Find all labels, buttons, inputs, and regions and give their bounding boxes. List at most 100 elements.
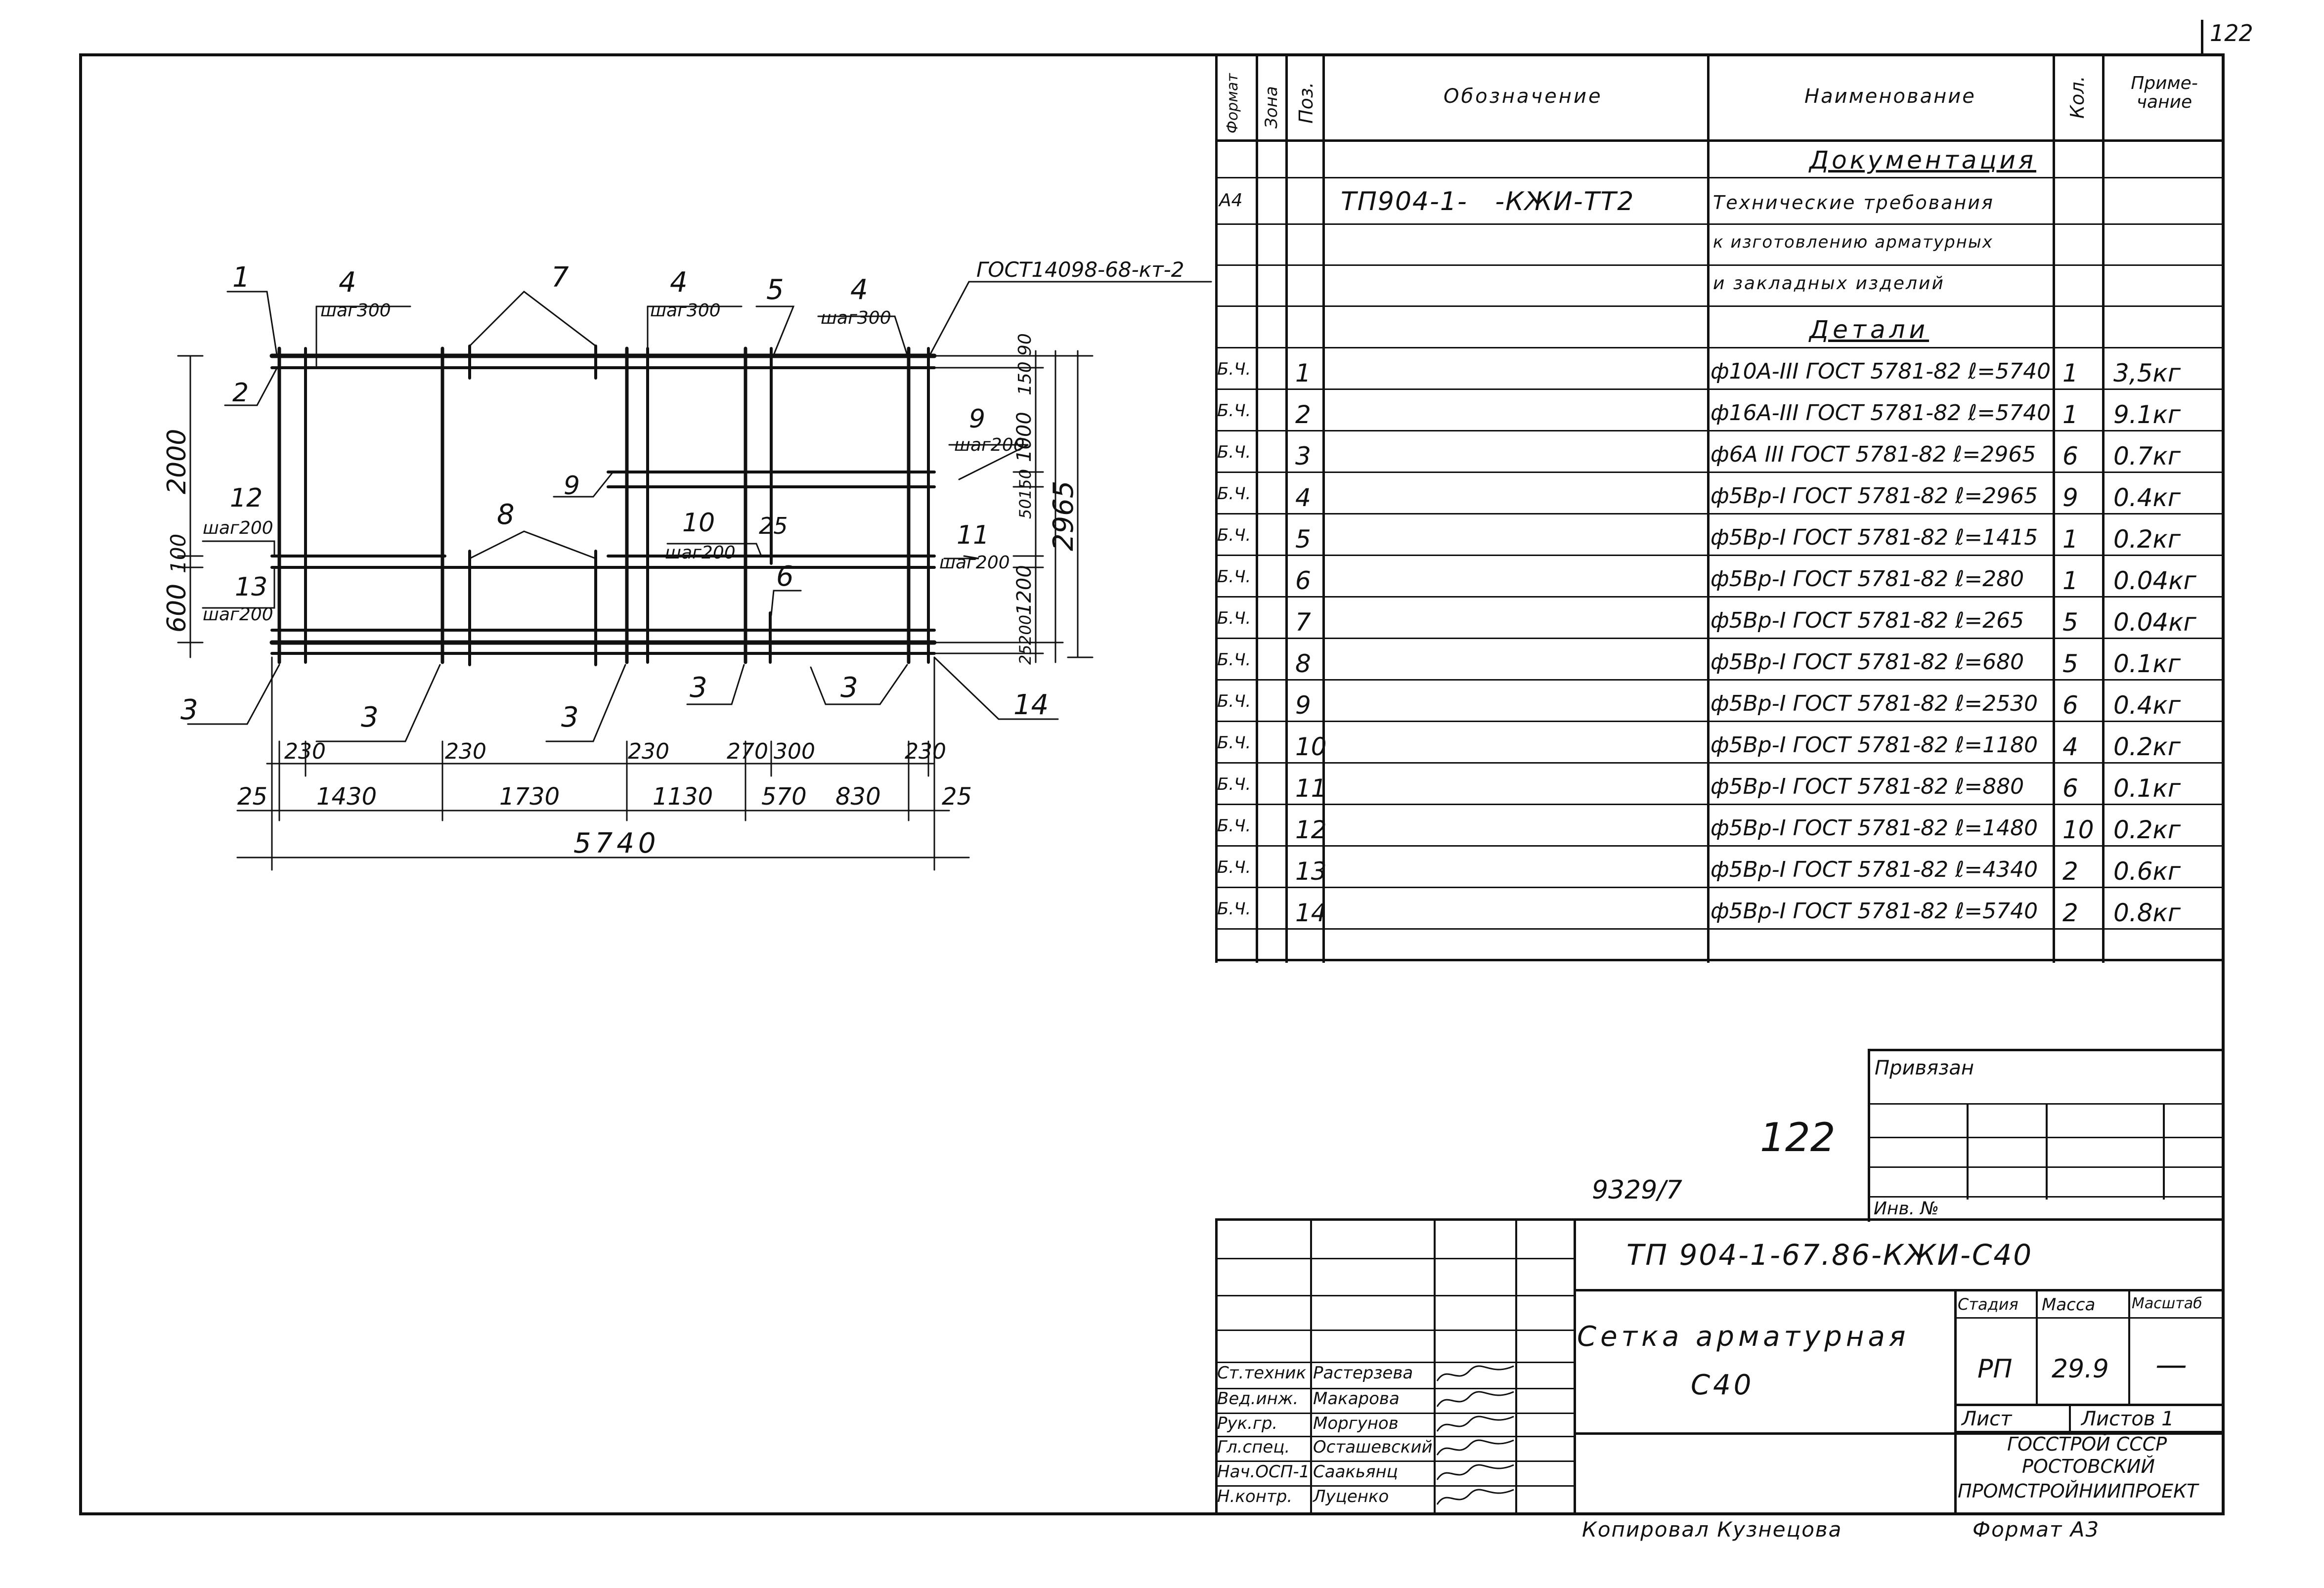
spec-row-note: 3,5кг xyxy=(2113,359,2181,387)
spec-doc-format: А4 xyxy=(1219,190,1243,211)
signature-role: Ст.техник xyxy=(1217,1363,1307,1383)
spec-row-pos: 10 xyxy=(1295,732,1327,761)
org-line-3: ПРОМСТРОЙНИИПРОЕКТ xyxy=(1958,1480,2198,1502)
handwritten-signature xyxy=(1436,1464,1514,1480)
spec-row-line xyxy=(1215,264,2225,266)
spec-row-name: ф10А-III ГОСТ 5781-82 ℓ=5740 xyxy=(1710,359,2051,384)
label-pos-3b: 3 xyxy=(361,701,379,733)
spec-row-qty: 1 xyxy=(2062,566,2078,595)
dim-left-600: 600 xyxy=(162,584,192,633)
spec-row-pos: 3 xyxy=(1295,442,1311,471)
dim-left-2000: 2000 xyxy=(162,429,192,494)
spec-row-name: ф5Вр-I ГОСТ 5781-82 ℓ=880 xyxy=(1710,774,2024,799)
spec-row-qty: 1 xyxy=(2062,525,2078,554)
handwritten-signature xyxy=(1436,1416,1514,1432)
label-gost: ГОСТ14098-68-кт-2 xyxy=(976,258,1184,282)
copied-by: Копировал Кузнецова xyxy=(1582,1517,1842,1542)
label-step200-13: шаг200 xyxy=(203,604,273,625)
spec-row-name: ф5Вр-I ГОСТ 5781-82 ℓ=265 xyxy=(1710,608,2024,633)
spec-row-name: ф5Вр-I ГОСТ 5781-82 ℓ=1480 xyxy=(1710,815,2038,841)
spec-row-name: ф5Вр-I ГОСТ 5781-82 ℓ=1415 xyxy=(1710,525,2038,550)
spec-doc-line-2: к изготовлению арматурных xyxy=(1713,232,1993,252)
sheet-label: Лист xyxy=(1962,1408,2012,1430)
dim-right-25: 25 xyxy=(1016,644,1035,665)
label-pos-9: 9 xyxy=(564,471,580,501)
title-line-2: С40 xyxy=(1691,1369,1754,1401)
spec-row-pos: 8 xyxy=(1295,649,1311,678)
spec-row-note: 0.8кг xyxy=(2113,899,2181,927)
spec-row-qty: 4 xyxy=(2062,732,2078,761)
dim-bottom-3: 1730 xyxy=(499,783,560,811)
spec-col-line xyxy=(1285,53,1288,963)
spec-row-name: ф5Вр-I ГОСТ 5781-82 ℓ=5740 xyxy=(1710,899,2038,924)
scale-header: Масштаб xyxy=(2132,1295,2202,1312)
stage-value: РП xyxy=(1977,1354,2013,1384)
spec-row-format: Б.Ч. xyxy=(1217,858,1251,877)
org-line-1: ГОССТРОЙ СССР xyxy=(2007,1433,2167,1455)
binding-inv: Инв. № xyxy=(1874,1199,1939,1219)
spec-col-line xyxy=(1215,53,1218,963)
spec-doc-line-1: Технические требования xyxy=(1713,192,1994,214)
spec-row-qty: 2 xyxy=(2062,899,2078,927)
signature-name: Луценко xyxy=(1313,1487,1389,1506)
dim-mid-5: 300 xyxy=(774,739,815,764)
spec-row-note: 0.2кг xyxy=(2113,815,2181,844)
spec-row-line xyxy=(1215,388,2225,390)
spec-row-pos: 12 xyxy=(1295,815,1327,844)
handwritten-signature xyxy=(1436,1391,1514,1407)
spec-row-format: Б.Ч. xyxy=(1217,733,1251,753)
label-pos-3d: 3 xyxy=(690,672,707,704)
dim-bottom-1: 25 xyxy=(237,783,267,811)
signature-role: Гл.спец. xyxy=(1217,1437,1290,1457)
spec-row-line xyxy=(1215,223,2225,225)
dim-right-1000: 1000 xyxy=(1013,412,1036,462)
format-label: Формат А3 xyxy=(1973,1517,2100,1542)
spec-row-qty: 6 xyxy=(2062,442,2078,471)
spec-row-line xyxy=(1215,472,2225,473)
label-step200-11: шаг200 xyxy=(939,553,1010,573)
title-designation: ТП 904-1-67.86-КЖИ-С40 xyxy=(1626,1238,2033,1272)
label-step300-c: шаг300 xyxy=(821,308,891,328)
spec-row-format: Б.Ч. xyxy=(1217,359,1251,379)
spec-row-pos: 13 xyxy=(1295,857,1327,886)
spec-row-qty: 5 xyxy=(2062,608,2078,637)
stage-header: Стадия xyxy=(1958,1295,2018,1314)
spec-col-line xyxy=(1256,53,1258,963)
dim-right-150a: 150 xyxy=(1015,361,1035,395)
spec-row-line xyxy=(1215,513,2225,515)
doc-code: 9329/7 xyxy=(1592,1175,1682,1205)
spec-header-zone: Зона xyxy=(1262,86,1281,129)
spec-section-docs: Документация xyxy=(1809,146,2036,174)
spec-row-qty: 1 xyxy=(2062,359,2078,387)
stamp-number: 122 xyxy=(1760,1115,1836,1160)
signature-role: Рук.гр. xyxy=(1217,1414,1278,1433)
spec-row-pos: 4 xyxy=(1295,483,1311,512)
spec-row-qty: 9 xyxy=(2062,483,2078,512)
spec-col-line xyxy=(2053,53,2055,963)
spec-row-line xyxy=(1215,596,2225,598)
spec-row-format: Б.Ч. xyxy=(1217,525,1251,545)
spec-row-line xyxy=(1215,928,2225,930)
label-pos-9-right: 9 xyxy=(969,404,985,434)
mesh-drawing: 1 2 4 шаг300 7 4 шаг300 5 4 шаг300 ГОСТ1… xyxy=(162,258,1212,871)
spec-row-qty: 6 xyxy=(2062,691,2078,720)
dim-bottom-6: 830 xyxy=(835,783,881,811)
spec-header-line xyxy=(1215,139,2225,142)
dim-right-150b: 150 xyxy=(1016,469,1035,499)
dim-total-width: 5740 xyxy=(573,827,660,859)
spec-row-line xyxy=(1215,679,2225,681)
dim-right-200: 200 xyxy=(1016,615,1035,645)
signature-name: Макарова xyxy=(1313,1389,1400,1409)
spec-row-line xyxy=(1215,762,2225,764)
dim-bottom-2: 1430 xyxy=(316,783,377,811)
spec-col-line xyxy=(1707,53,1710,963)
binding-title: Привязан xyxy=(1875,1057,1974,1079)
spec-row-format: Б.Ч. xyxy=(1217,401,1251,421)
spec-row-note: 0.4кг xyxy=(2113,483,2181,512)
spec-row-pos: 1 xyxy=(1295,359,1311,387)
label-pos-2: 2 xyxy=(232,378,249,408)
label-pos-3e: 3 xyxy=(840,672,858,704)
label-pos-4b: 4 xyxy=(670,266,688,299)
spec-row-line xyxy=(1215,638,2225,639)
spec-header-format: Формат xyxy=(1224,73,1241,133)
